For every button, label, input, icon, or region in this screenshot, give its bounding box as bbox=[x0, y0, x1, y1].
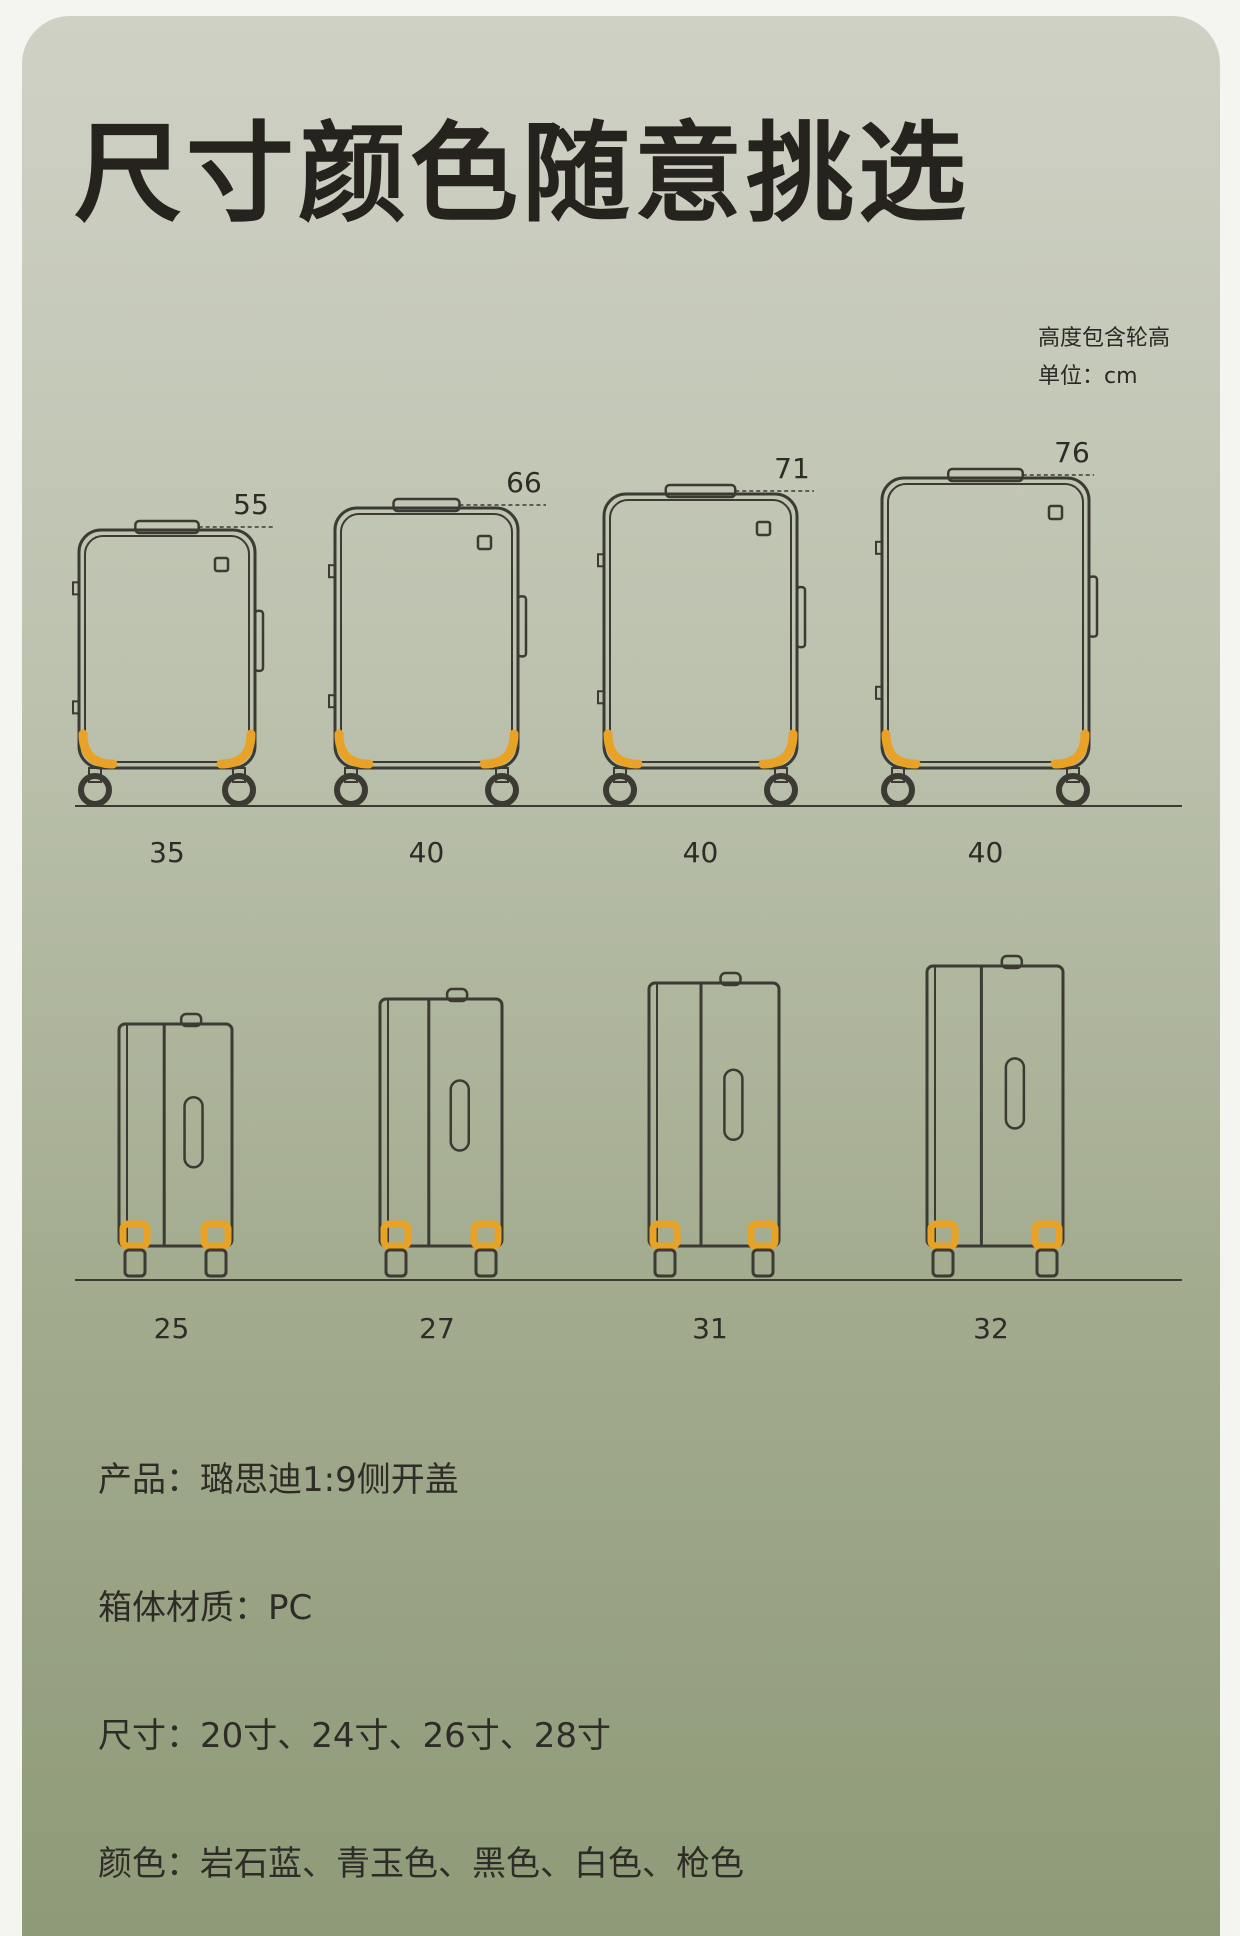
wheel bbox=[204, 1248, 228, 1278]
side-latch bbox=[328, 694, 336, 709]
front-suitcase-1 bbox=[72, 519, 273, 807]
side-suitcase-2 bbox=[378, 987, 504, 1278]
wheel bbox=[931, 1248, 955, 1278]
side-suitcase-1 bbox=[117, 1012, 234, 1278]
wheel bbox=[222, 773, 256, 807]
page-title: 尺寸颜色随意挑选 bbox=[74, 112, 971, 237]
measurement-note: 高度包含轮高 单位：cm bbox=[1038, 320, 1170, 396]
shell-outline bbox=[647, 981, 781, 1248]
side-suitcase-4 bbox=[925, 954, 1065, 1278]
spec-material: 箱体材质：PC bbox=[98, 1588, 313, 1628]
unit-note: 单位：cm bbox=[1038, 364, 1138, 389]
corner-guard-right bbox=[479, 729, 519, 769]
side-handle bbox=[1087, 575, 1099, 638]
product-size-card: 尺寸颜色随意挑选 高度包含轮高 单位：cm 55 35 66 40 71 40 76 40 25… bbox=[22, 16, 1220, 1936]
wheel bbox=[764, 773, 798, 807]
side-latch bbox=[72, 700, 80, 715]
wheel bbox=[653, 1248, 677, 1278]
shell-inner-outline bbox=[609, 499, 792, 763]
shell-outline bbox=[378, 997, 504, 1248]
side-latch bbox=[328, 564, 336, 579]
wheel bbox=[474, 1248, 498, 1278]
spec-sizes: 尺寸：20寸、24寸、26寸、28寸 bbox=[98, 1716, 612, 1756]
corner-guard-left bbox=[603, 729, 643, 769]
side-handle bbox=[795, 585, 807, 649]
shell-outline bbox=[880, 476, 1091, 770]
side-latch bbox=[597, 553, 605, 568]
logo-badge bbox=[1047, 504, 1064, 521]
wheel bbox=[1056, 773, 1090, 807]
spec-product: 产品：璐思迪1:9侧开盖 bbox=[98, 1460, 459, 1500]
side-latch bbox=[875, 540, 883, 555]
side-latch bbox=[72, 581, 80, 596]
corner-guard bbox=[380, 1220, 412, 1250]
side-handle bbox=[253, 609, 265, 673]
depth-label: 27 bbox=[419, 1312, 455, 1345]
side-handle-slot bbox=[1004, 1057, 1026, 1130]
corner-guard-left bbox=[881, 729, 921, 769]
corner-guard bbox=[470, 1220, 502, 1250]
wheel bbox=[123, 1248, 147, 1278]
corner-guard bbox=[1031, 1220, 1063, 1250]
wheel bbox=[751, 1248, 775, 1278]
spec-list: 产品：璐思迪1:9侧开盖 箱体材质：PC 尺寸：20寸、24寸、26寸、28寸 … bbox=[98, 1458, 744, 1936]
front-suitcase-3 bbox=[597, 483, 814, 807]
spec-colors: 颜色：岩石蓝、青玉色、黑色、白色、枪色 bbox=[98, 1844, 744, 1884]
side-latch bbox=[597, 690, 605, 705]
height-label: 71 bbox=[774, 452, 810, 485]
width-label: 35 bbox=[149, 836, 185, 869]
depth-label: 25 bbox=[154, 1312, 190, 1345]
depth-label: 32 bbox=[973, 1312, 1009, 1345]
corner-guard-left bbox=[334, 729, 374, 769]
corner-guard bbox=[927, 1220, 959, 1250]
wheel bbox=[1035, 1248, 1059, 1278]
shell-outline bbox=[925, 964, 1065, 1248]
width-label: 40 bbox=[409, 836, 445, 869]
logo-badge bbox=[213, 556, 230, 573]
wheel bbox=[881, 773, 915, 807]
top-handle bbox=[719, 971, 742, 987]
side-handle bbox=[516, 595, 528, 658]
logo-badge bbox=[476, 534, 493, 551]
width-label: 40 bbox=[968, 836, 1004, 869]
side-suitcase-3 bbox=[647, 971, 781, 1278]
shell-inner-outline bbox=[340, 513, 513, 763]
corner-guard bbox=[119, 1220, 151, 1250]
corner-guard bbox=[200, 1220, 232, 1250]
shell-outline bbox=[117, 1022, 234, 1248]
wheel bbox=[485, 773, 519, 807]
corner-guard bbox=[747, 1220, 779, 1250]
logo-badge bbox=[755, 520, 772, 537]
wheel bbox=[334, 773, 368, 807]
corner-guard-left bbox=[78, 729, 118, 769]
corner-guard-right bbox=[758, 729, 798, 769]
luggage-size-diagram: 55 35 66 40 71 40 76 40 25 27 31 32 bbox=[72, 436, 1182, 1345]
height-note: 高度包含轮高 bbox=[1038, 326, 1171, 351]
side-handle-slot bbox=[449, 1079, 471, 1152]
side-handle-slot bbox=[723, 1068, 744, 1142]
front-suitcase-4 bbox=[875, 467, 1099, 807]
top-handle bbox=[179, 1012, 203, 1028]
top-handle bbox=[1000, 954, 1024, 970]
top-handle bbox=[445, 987, 469, 1003]
shell-inner-outline bbox=[887, 483, 1084, 763]
height-label: 55 bbox=[233, 488, 269, 521]
corner-guard-right bbox=[1050, 729, 1090, 769]
height-label: 76 bbox=[1054, 436, 1090, 469]
height-label: 66 bbox=[506, 466, 542, 499]
side-latch bbox=[875, 685, 883, 700]
wheel bbox=[603, 773, 637, 807]
side-handle-slot bbox=[183, 1096, 204, 1169]
front-suitcase-2 bbox=[328, 497, 546, 807]
corner-guard-right bbox=[216, 729, 256, 769]
corner-guard bbox=[649, 1220, 681, 1250]
wheel bbox=[78, 773, 112, 807]
depth-label: 31 bbox=[692, 1312, 728, 1345]
width-label: 40 bbox=[683, 836, 719, 869]
shell-inner-outline bbox=[84, 535, 250, 763]
wheel bbox=[384, 1248, 408, 1278]
